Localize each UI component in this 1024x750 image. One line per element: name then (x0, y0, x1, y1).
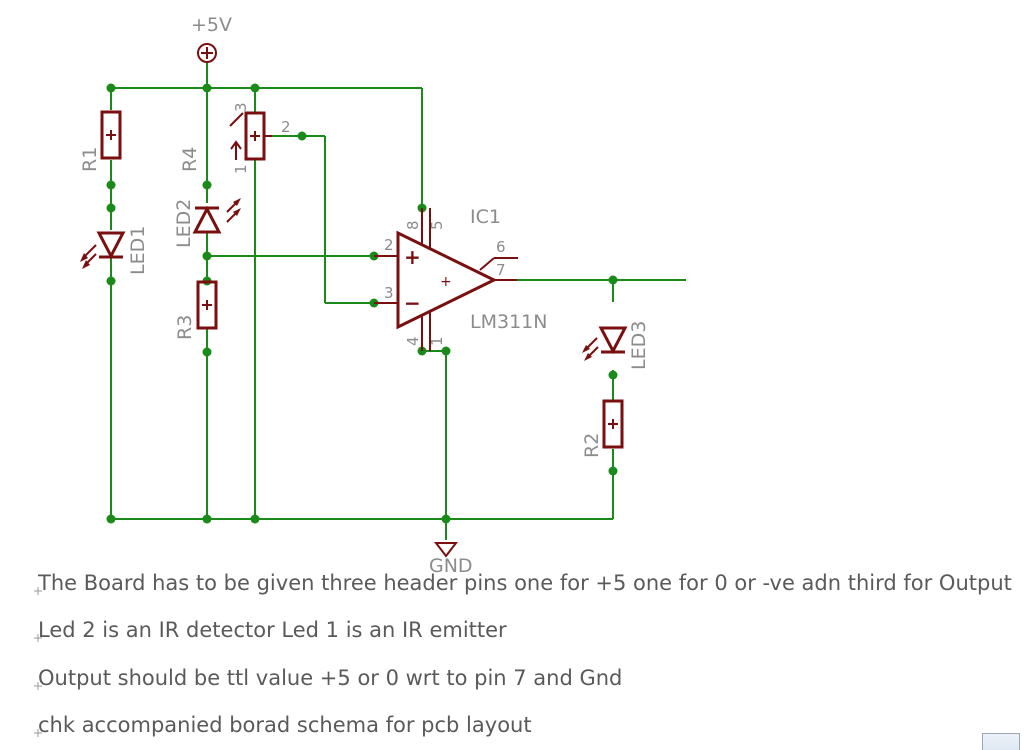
led3-label: LED3 (628, 321, 650, 370)
corner-scroll-widget[interactable] (982, 733, 1020, 750)
ground-symbol: GND (429, 542, 473, 577)
ic-minus-sign: − (404, 291, 421, 315)
potentiometer: 3 1 2 (229, 102, 291, 174)
led-led3: LED3 (582, 321, 650, 370)
ic-pin5: 5 (428, 220, 446, 230)
note-text: chk accompanied borad schema for pcb lay… (38, 713, 532, 737)
led2-label: LED2 (173, 199, 195, 248)
wires (110, 62, 686, 540)
supply-label: +5V (191, 14, 232, 36)
ic-pin7: 7 (496, 261, 506, 279)
ic-pin2: 2 (384, 236, 394, 254)
ic-part-number: LM311N (470, 311, 547, 333)
r2-label: R2 (581, 433, 603, 458)
ic-pin8: 8 (404, 220, 422, 230)
ic-name: IC1 (470, 206, 501, 228)
resistor-r1: R1 (79, 110, 122, 172)
resistor-r2: R2 (581, 399, 624, 458)
note-item: Led 2 is an IR detector Led 1 is an IR e… (34, 618, 507, 642)
pot-pin2: 2 (281, 118, 291, 136)
ic-pin3: 3 (384, 284, 394, 302)
note-item: The Board has to be given three header p… (34, 571, 1012, 595)
resistor-r4: R4 (179, 147, 201, 172)
note-item: Output should be ttl value +5 or 0 wrt t… (34, 666, 622, 690)
note-text: Output should be ttl value +5 or 0 wrt t… (38, 666, 622, 690)
ic-plus-sign: + (404, 245, 421, 269)
ground-label: GND (429, 555, 473, 577)
note-item: chk accompanied borad schema for pcb lay… (34, 713, 532, 737)
resistor-r3: R3 (174, 280, 218, 340)
ic-pin4: 4 (404, 336, 422, 346)
supply-symbol: +5V (191, 14, 232, 63)
ic-pin1: 1 (428, 336, 446, 346)
led1-label: LED1 (127, 226, 149, 275)
r1-label: R1 (79, 147, 101, 172)
pot-pin3: 3 (232, 102, 250, 112)
led-led2: LED2 (173, 198, 241, 248)
pot-pin1: 1 (232, 164, 250, 174)
comparator-ic1: + − + IC1 LM311N 2 3 6 7 8 5 4 1 (374, 206, 547, 351)
ic-pin6: 6 (496, 238, 506, 256)
r4-label: R4 (179, 147, 201, 172)
r3-label: R3 (174, 315, 196, 340)
note-text: Led 2 is an IR detector Led 1 is an IR e… (38, 618, 507, 642)
ic-center-mark: + (440, 274, 452, 290)
led-led1: LED1 (80, 226, 149, 275)
note-text: The Board has to be given three header p… (37, 571, 1012, 595)
notes: The Board has to be given three header p… (34, 571, 1012, 737)
